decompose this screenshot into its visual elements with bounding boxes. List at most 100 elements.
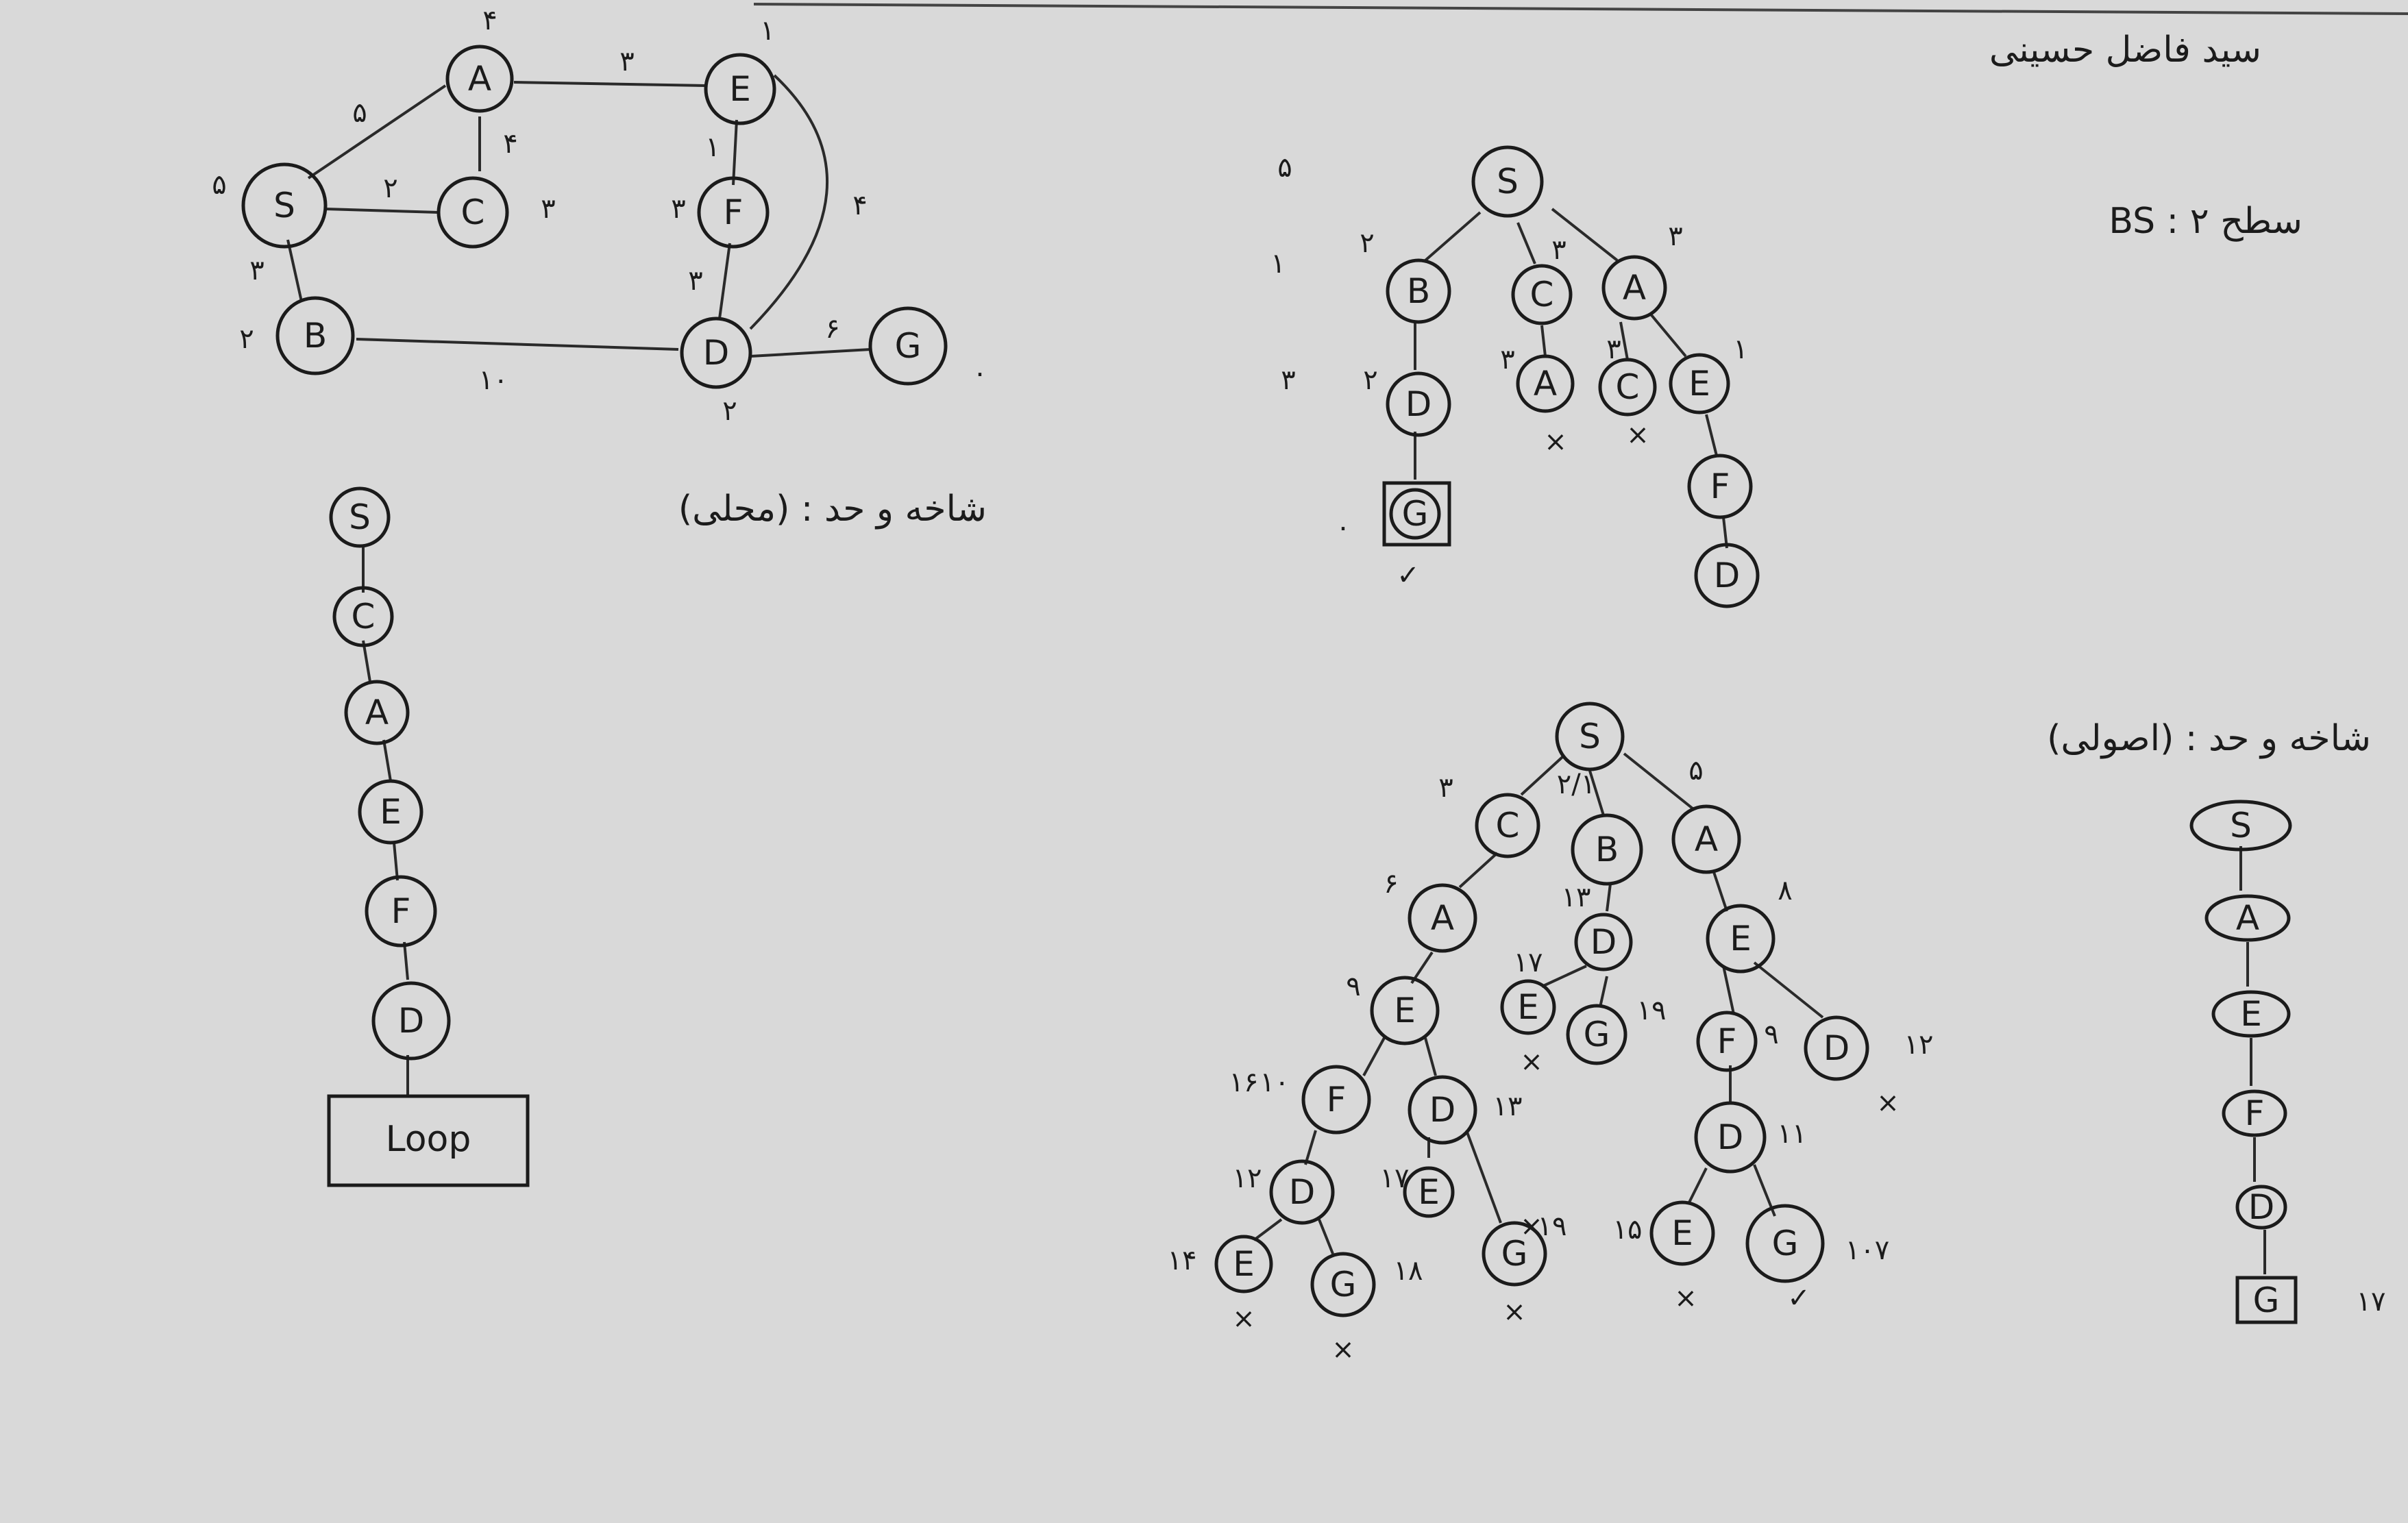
bnb-cost-E2: ۹ xyxy=(1346,971,1360,1002)
bfs-edge-A-E xyxy=(1650,314,1687,358)
bnb-node-D2: D xyxy=(1804,1015,1869,1081)
bfs-node-C2: C xyxy=(1598,358,1657,417)
dfs-node-6: D xyxy=(371,981,451,1061)
bnb-cost-D: ۱۳ xyxy=(1562,882,1591,913)
svg-text:D: D xyxy=(1289,1172,1316,1212)
bnb-edge-D-E4 xyxy=(1688,1167,1708,1203)
dfs-node-2: C xyxy=(332,586,394,647)
h-A: ۴ xyxy=(482,5,497,36)
weight-E-D: ۴ xyxy=(852,190,867,221)
bfs-node-E: E xyxy=(1669,353,1730,414)
bfs-node-A: A xyxy=(1601,255,1667,321)
bfs-edge-A-C xyxy=(1619,321,1629,360)
h-S: ۵ xyxy=(212,169,226,201)
bnb-node-S: S xyxy=(1555,702,1625,771)
bfs-mark-1: × xyxy=(1544,426,1567,458)
bnb-edge-S-B xyxy=(1588,770,1605,816)
h-E: ۱ xyxy=(760,15,774,47)
svg-text:E: E xyxy=(1688,364,1710,404)
svg-text:B: B xyxy=(1407,271,1430,311)
svg-text:A: A xyxy=(1623,268,1646,308)
bfs-num-E: ۱ xyxy=(1733,334,1747,365)
dfs-node-3: A xyxy=(344,680,410,745)
svg-text:E: E xyxy=(1671,1213,1693,1253)
bnb-cost-D4: ۱۱ xyxy=(1778,1118,1807,1150)
graph-nodes: A E S C F B D G xyxy=(241,45,948,389)
weight-A-C: ۴ xyxy=(503,128,517,160)
svg-text:E: E xyxy=(1233,1244,1255,1284)
bfs-edge-F-D xyxy=(1722,517,1728,549)
svg-text:G: G xyxy=(1772,1224,1799,1263)
dfs-link-2 xyxy=(362,640,371,682)
edge-E-F xyxy=(732,119,738,186)
bfs-node-A2: A xyxy=(1516,354,1575,413)
dfs-node-5: F xyxy=(365,875,437,948)
dfs-title: شاخه و حد : (محلی) xyxy=(678,488,987,530)
weight-S-A: ۵ xyxy=(352,97,367,129)
bnb-node-E4: E xyxy=(1403,1166,1455,1218)
h-C: ۳ xyxy=(541,193,555,225)
edge-S-C xyxy=(325,208,439,214)
svg-text:G: G xyxy=(895,326,922,366)
bfs-goal-box xyxy=(1382,481,1451,547)
svg-text:G: G xyxy=(1584,1015,1610,1054)
bfs-num-A: ۳ xyxy=(1668,221,1682,252)
edge-B-D xyxy=(356,338,679,351)
svg-text:E: E xyxy=(1394,991,1416,1030)
svg-text:C: C xyxy=(1616,367,1640,407)
bfs-node-G: G xyxy=(1389,488,1441,540)
weight-F-D: ۳ xyxy=(688,265,702,297)
svg-text:C: C xyxy=(1530,275,1554,314)
page-top-line xyxy=(753,3,2408,15)
bnb-cost-G3: ۱۰۷ xyxy=(1845,1235,1889,1266)
svg-text:D: D xyxy=(1590,922,1617,962)
svg-text:C: C xyxy=(461,193,485,232)
svg-text:G: G xyxy=(2253,1280,2280,1320)
bnb-edge-E-D xyxy=(1753,961,1824,1019)
svg-text:D: D xyxy=(1717,1117,1744,1157)
greedy-goal-box xyxy=(2235,1276,2298,1324)
graph-node-B: B xyxy=(275,296,355,375)
bnb-cost-F2: ۱۰ xyxy=(1260,1067,1290,1098)
bfs-title: BS : سطح ۲ xyxy=(2109,201,2302,242)
bfs-node-D: D xyxy=(1386,371,1451,437)
dfs-link-5 xyxy=(403,941,409,980)
svg-text:D: D xyxy=(1429,1090,1456,1130)
svg-text:C: C xyxy=(352,597,376,636)
bnb-cost-E6: ۱۴ xyxy=(1168,1245,1197,1276)
bnb-edge-C-A xyxy=(1458,852,1499,889)
weight-D-G: ۶ xyxy=(825,313,839,345)
svg-text:E: E xyxy=(729,69,751,109)
bnb-node-E6: E xyxy=(1214,1235,1273,1293)
bnb-edge-D-G2 xyxy=(1465,1130,1502,1224)
bnb-node-E3: E xyxy=(1500,979,1556,1035)
bnb-mark-3: × xyxy=(1503,1296,1526,1328)
svg-text:S: S xyxy=(1497,162,1519,201)
svg-text:E: E xyxy=(1418,1172,1440,1212)
svg-text:E: E xyxy=(1517,987,1539,1027)
greedy-node-2: A xyxy=(2204,894,2291,942)
bfs-num-D: ۲ xyxy=(1363,364,1377,396)
dfs-node-1: S xyxy=(329,486,391,548)
bfs-tree: S B C A D A C E G F D ۲ ۳ ۳ ۲ ۳ ۳ ۱ ۰ × … xyxy=(1336,145,1760,608)
edge-A-E xyxy=(513,81,707,87)
bnb-edge-S-A xyxy=(1623,752,1694,810)
author-signature: سید فاضل حسینی xyxy=(1989,29,2261,71)
h-G: ۰ xyxy=(972,358,987,389)
svg-text:D: D xyxy=(703,333,730,373)
dfs-loop-box xyxy=(327,1094,530,1187)
bfs-edge-C-A xyxy=(1540,325,1547,357)
edge-F-D xyxy=(718,243,731,319)
edge-D-G xyxy=(750,348,871,358)
bnb-cost-G2: ۱۹ xyxy=(1538,1211,1567,1242)
bnb-mark-7: × xyxy=(1876,1087,1900,1119)
bnb-mark-1: × xyxy=(1232,1303,1255,1335)
bnb-edge-E-D2 xyxy=(1424,1037,1437,1076)
bnb-cost-B: ۲/۱ xyxy=(1557,769,1595,800)
bnb-node-A2: A xyxy=(1408,883,1477,953)
bnb-cost-E4: ۱۷ xyxy=(1380,1163,1410,1194)
greedy-node-5: D xyxy=(2235,1185,2287,1230)
bnb-mark-4: × xyxy=(1674,1283,1697,1314)
bnb-node-G: G xyxy=(1566,1004,1627,1065)
